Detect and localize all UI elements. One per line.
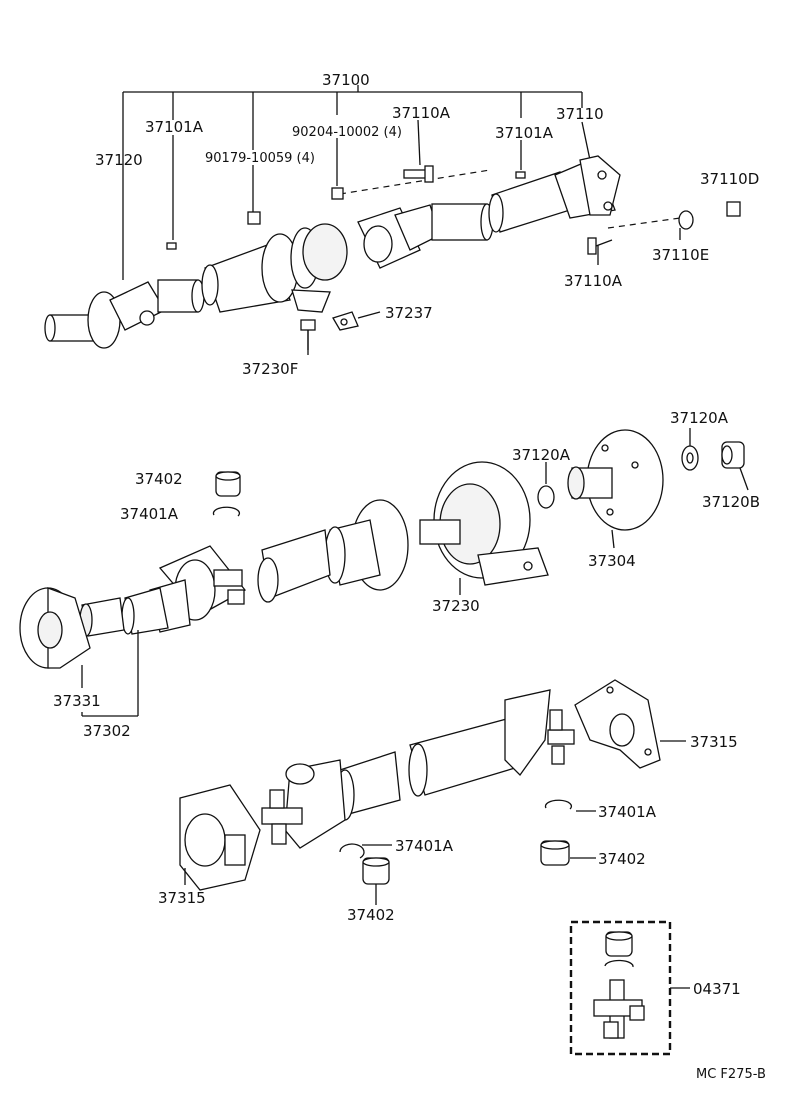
snap-ring-37401a-top [212,506,241,517]
kit-snap-ring [604,959,634,968]
snap-ring-37401a-right [544,799,573,810]
label-90204: 90204-10002 (4) [292,125,402,140]
front-shaft-center-bearing [201,223,348,313]
label-37237: 37237 [385,304,433,322]
rear-tube [335,717,526,821]
nut-90204 [331,187,344,200]
label-37110a-top: 37110A [392,104,451,122]
label-37120b: 37120B [702,493,760,511]
label-37110a-bottom: 37110A [564,272,623,290]
kit-spider [593,979,645,1039]
nut-37110d [726,201,741,217]
label-90179: 90179-10059 (4) [205,151,315,166]
label-37331: 37331 [53,692,101,710]
nut-37120b [721,441,745,469]
universal-joint-bottom [261,789,303,845]
label-37110e: 37110E [652,246,709,264]
snap-ring-37401a-mid [339,843,365,859]
label-37302: 37302 [83,722,131,740]
label-37401a-mid: 37401A [395,837,454,855]
sleeve-37302 [79,587,169,637]
rear-shaft-37110 [488,155,621,233]
label-37110: 37110 [556,105,604,123]
dust-cover-37331 [19,587,91,669]
label-37110d: 37110D [700,170,759,188]
universal-joint-rear [504,689,575,777]
shaft-tube-front [257,499,409,603]
bolt-37110a-bottom [587,237,613,255]
center-bearing-37230 [419,461,549,586]
slip-yoke-bottom [284,759,346,849]
nut-90179 [247,211,261,225]
flange-37120a-right [681,445,699,471]
companion-flange-37304 [567,429,664,531]
label-37402-top: 37402 [135,470,183,488]
label-37120a-right: 37120A [670,409,729,427]
balance-weight-left [166,242,177,250]
label-37101a-left: 37101A [145,118,204,136]
bearing-cup-37402-bottom [362,857,390,885]
bolt-37110a-top [403,165,434,183]
label-37101a-right: 37101A [495,124,554,142]
bearing-cup-37402-top [215,471,241,497]
label-37100: 37100 [322,71,370,89]
label-37120a-mid: 37120A [512,446,571,464]
assembly-bracket-37100 [122,85,583,280]
kit-bearing-cup [605,931,633,957]
flange-yoke-37315-left [179,784,261,891]
washer-37110e [678,210,694,230]
bearing-cup-37402-right [540,840,570,866]
balance-weight-right [515,171,526,179]
label-37315-left: 37315 [158,889,206,907]
seal-37120a-mid [537,485,555,509]
slip-yoke-37120 [44,279,205,349]
label-37120: 37120 [95,151,143,169]
label-37402-bottom: 37402 [347,906,395,924]
diagram-code: MC F275-B [696,1067,766,1082]
bolt-37230f [300,319,316,350]
flange-yoke-mid [357,203,494,269]
bracket-37237 [332,311,359,331]
label-37230f: 37230F [242,360,298,378]
label-37401a-right: 37401A [598,803,657,821]
label-37315-right: 37315 [690,733,738,751]
label-37401a-top: 37401A [120,505,179,523]
label-37304: 37304 [588,552,636,570]
label-37402-right: 37402 [598,850,646,868]
label-37230: 37230 [432,597,480,615]
label-04371: 04371 [693,980,741,998]
flange-yoke-37315-right [574,679,661,769]
